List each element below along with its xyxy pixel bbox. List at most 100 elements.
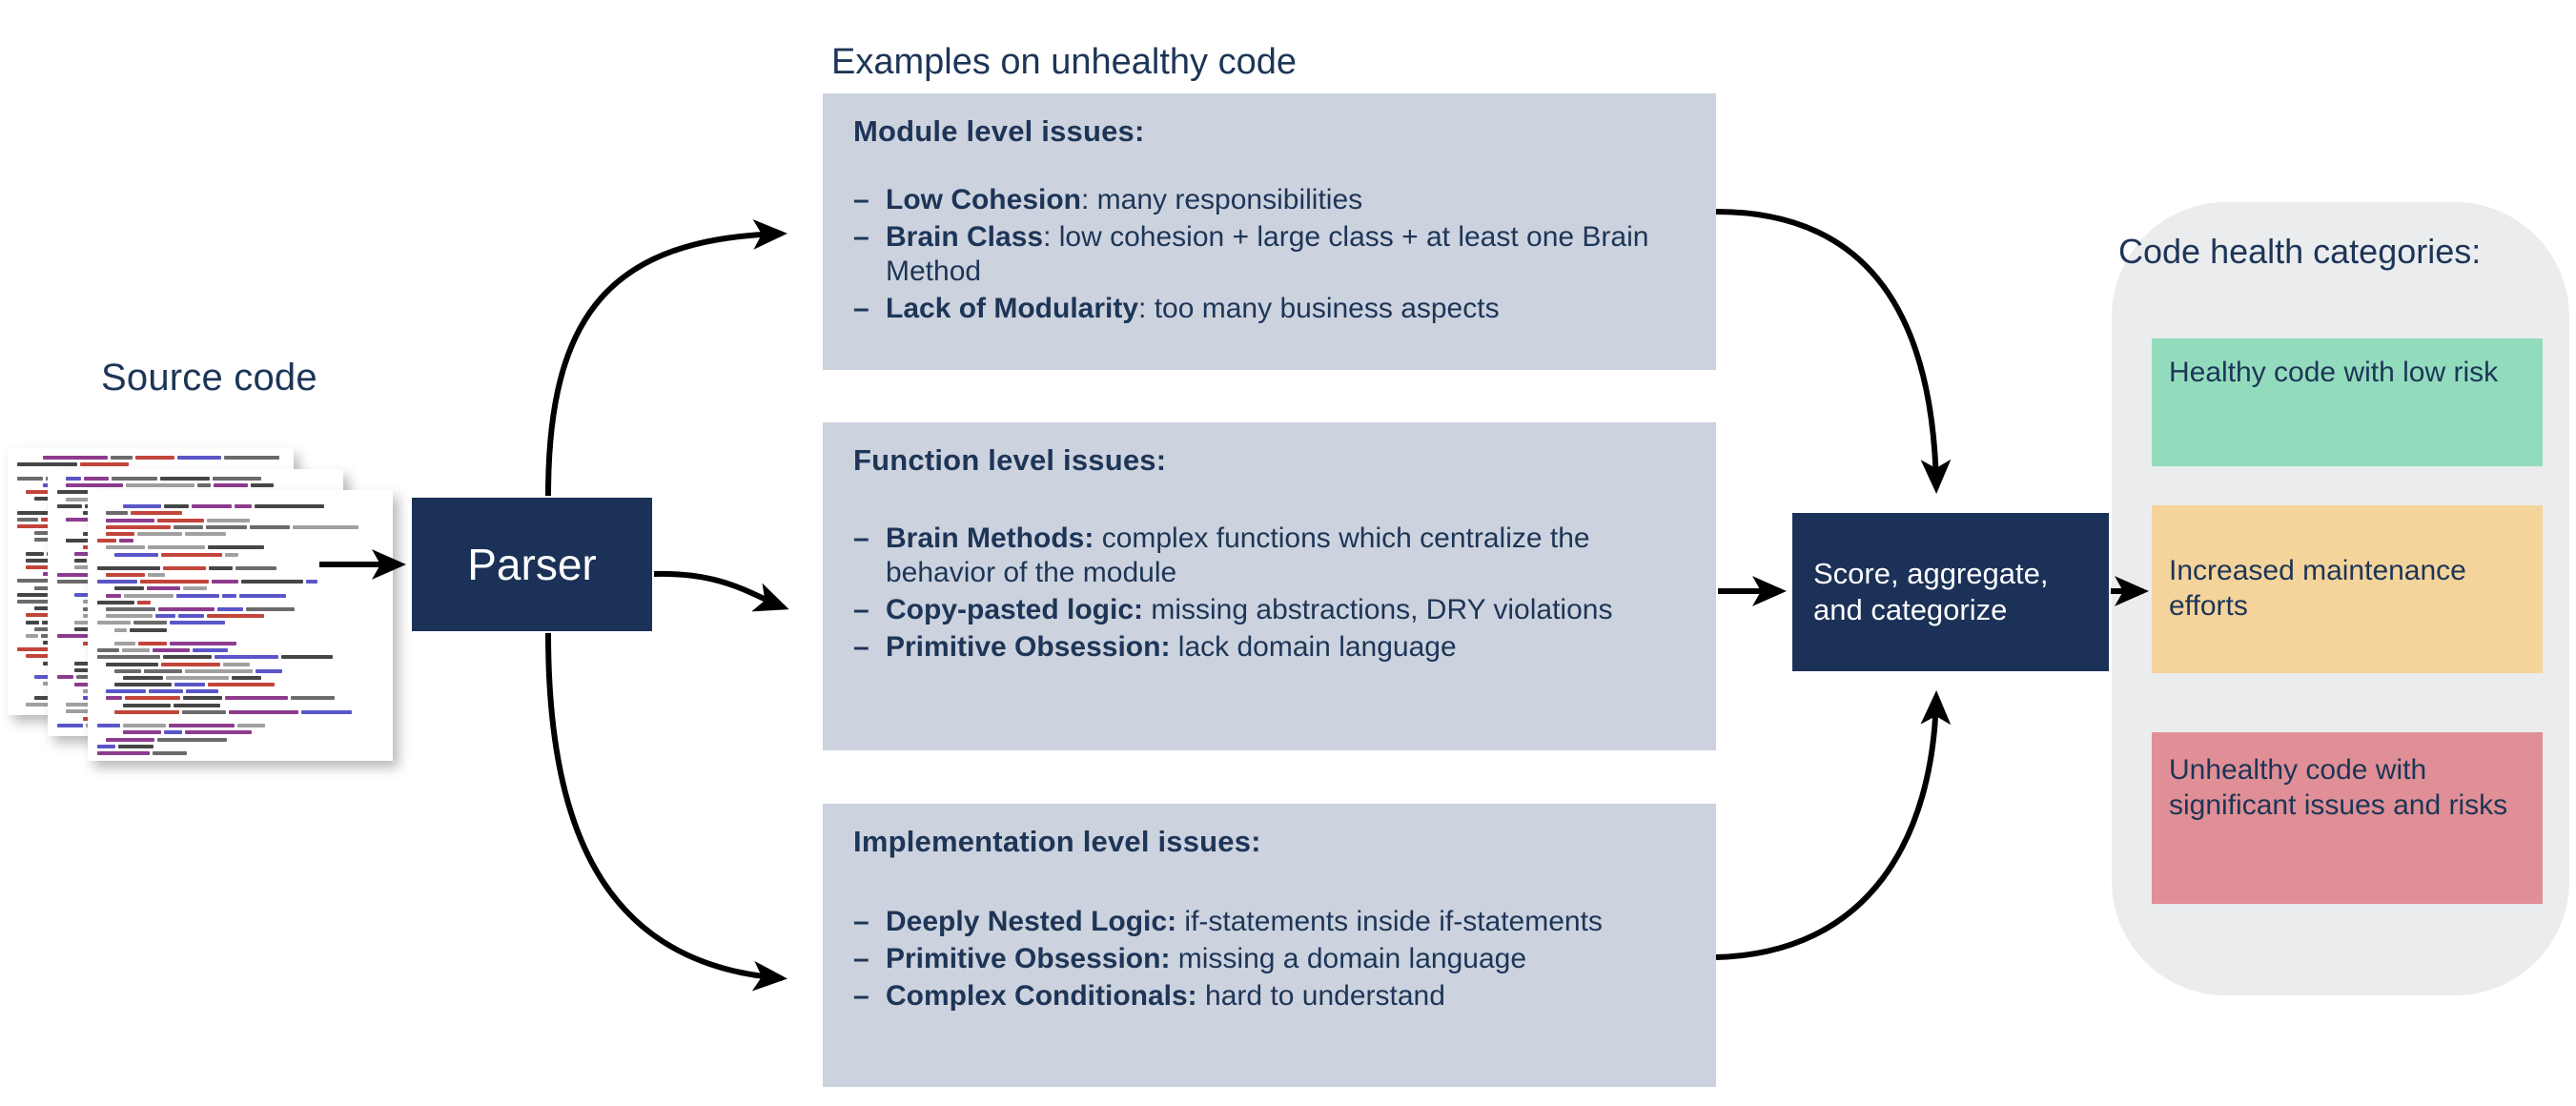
code-token (17, 647, 66, 652)
code-line (97, 683, 387, 687)
code-token (137, 531, 182, 536)
code-token (176, 593, 219, 598)
list-item-body: Copy-pasted logic: missing abstractions,… (886, 593, 1691, 627)
code-token (66, 703, 91, 707)
code-line (17, 462, 288, 467)
source-code-stack (0, 448, 400, 761)
code-token (281, 655, 333, 660)
list-item-body: Brain Class: low cohesion + large class … (886, 220, 1691, 289)
code-token (212, 580, 238, 584)
code-token (155, 614, 175, 619)
list-item: – Copy-pasted logic: missing abstraction… (853, 593, 1691, 627)
health-category-increased-maintenance[interactable]: Increased maintenance efforts (2152, 505, 2543, 673)
code-token (135, 456, 174, 460)
code-token (26, 633, 38, 638)
code-token (66, 477, 81, 481)
code-line (97, 662, 387, 666)
code-token (224, 456, 279, 460)
code-token (217, 607, 243, 611)
code-line (97, 531, 387, 536)
code-token (163, 565, 206, 570)
list-item-body: Primitive Obsession: lack domain languag… (886, 630, 1691, 665)
issue-panel-module: Module level issues: – Low Cohesion: man… (823, 93, 1716, 370)
health-category-label: Increased maintenance efforts (2169, 555, 2466, 622)
code-token (106, 545, 145, 550)
code-line (97, 689, 387, 694)
code-token (114, 552, 158, 557)
issue-desc: lack domain language (1177, 631, 1457, 663)
code-token (239, 593, 286, 598)
code-token (235, 565, 276, 570)
code-line (97, 668, 387, 673)
list-item: – Brain Class: low cohesion + large clas… (853, 220, 1691, 289)
code-token (301, 709, 352, 714)
code-token (118, 744, 153, 748)
code-token (140, 580, 209, 584)
panel-title: Function level issues: (853, 443, 1167, 477)
code-token (153, 648, 190, 653)
code-token (97, 744, 115, 748)
health-category-unhealthy[interactable]: Unhealthy code with significant issues a… (2152, 732, 2543, 904)
code-line (97, 627, 387, 632)
code-line (97, 580, 387, 584)
issue-panel-function: Function level issues: – Brain Methods: … (823, 422, 1716, 750)
code-token (170, 621, 225, 625)
issue-term: Low Cohesion (886, 184, 1081, 215)
list-item-body: Lack of Modularity: too many business as… (886, 292, 1691, 326)
code-token (97, 600, 134, 604)
code-token (207, 614, 264, 619)
code-token (106, 737, 154, 742)
code-token (106, 531, 134, 536)
code-token (148, 573, 165, 578)
code-token (169, 724, 235, 728)
code-token (163, 655, 212, 660)
panel-title: Implementation level issues: (853, 825, 1261, 858)
bullet-icon: – (853, 980, 869, 1012)
code-token (161, 662, 220, 666)
code-line (57, 477, 337, 481)
code-line (97, 614, 387, 619)
code-line (97, 744, 387, 748)
code-token (164, 504, 189, 509)
bullet-icon: – (853, 631, 869, 663)
code-token (114, 683, 172, 687)
code-token (119, 539, 133, 543)
issue-desc: low cohesion + large class + at least on… (886, 221, 1649, 287)
code-token (74, 559, 87, 563)
list-item-body: Primitive Obsession: missing a domain la… (886, 942, 1691, 976)
score-aggregate-categorize-box[interactable]: Score, aggregate, and categorize (1792, 513, 2109, 671)
code-line (97, 498, 387, 502)
code-token (306, 580, 317, 584)
code-token (193, 648, 228, 653)
source-code-label: Source code (101, 357, 317, 399)
code-token (130, 627, 167, 632)
issue-desc: missing a domain language (1177, 943, 1527, 974)
code-line (97, 524, 387, 529)
code-token (26, 613, 69, 618)
code-line (97, 518, 387, 522)
code-token (235, 504, 252, 509)
code-token (114, 627, 127, 632)
code-line (97, 552, 387, 557)
code-token (97, 655, 160, 660)
code-line (17, 456, 288, 460)
parser-box[interactable]: Parser (412, 498, 652, 631)
code-token (123, 724, 166, 728)
bullet-icon: – (853, 184, 869, 215)
list-item: – Complex Conditionals: hard to understa… (853, 979, 1691, 1014)
code-token (197, 483, 211, 488)
health-category-healthy[interactable]: Healthy code with low risk (2152, 338, 2543, 466)
issue-term: Brain Methods: (886, 522, 1094, 554)
code-token (293, 524, 358, 529)
health-category-label: Healthy code with low risk (2169, 357, 2499, 388)
code-token (97, 648, 119, 653)
code-line (97, 545, 387, 550)
code-line (97, 600, 387, 604)
issue-term: Primitive Obsession: (886, 943, 1171, 974)
code-token (223, 662, 250, 666)
code-token (97, 539, 116, 543)
code-token (225, 696, 288, 701)
bullet-icon: – (853, 221, 869, 253)
code-token (183, 586, 207, 591)
panel-item-list: – Low Cohesion: many responsibilities – … (853, 183, 1691, 326)
